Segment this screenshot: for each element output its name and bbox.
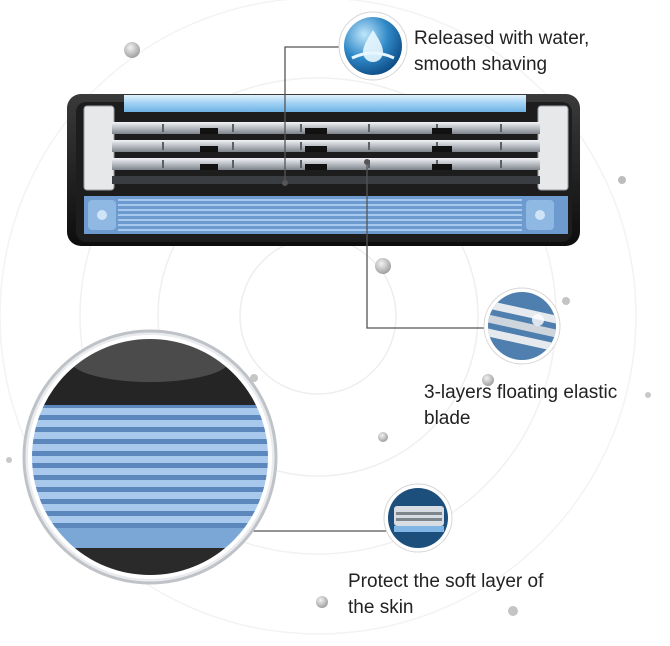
callout-leader-lines [238, 46, 486, 532]
callout-blade-line2: blade [424, 408, 471, 429]
guard-strip-zoom-lens [22, 329, 278, 585]
callout-blade-line1: 3-layers floating elastic [424, 382, 618, 403]
lubricant-strip [124, 95, 526, 112]
water-drop-icon [338, 11, 408, 81]
callout-water-text: Released with water, smooth shaving [414, 26, 589, 78]
callout-water-line2: smooth shaving [414, 54, 548, 75]
callout-skin-line1: Protect the soft layer of [348, 571, 544, 592]
callout-water-line1: Released with water, [414, 28, 590, 49]
callout-skin-line2: the skin [348, 597, 414, 618]
blade-stack [112, 122, 540, 184]
decorative-dots [6, 42, 651, 616]
blade-closeup-icon [483, 287, 561, 365]
cartridge-icon [383, 483, 453, 553]
razor-cartridge [67, 94, 580, 246]
callout-blade-text: 3-layers floating elastic blade [424, 380, 617, 432]
callout-skin-text: Protect the soft layer of the skin [348, 569, 543, 621]
